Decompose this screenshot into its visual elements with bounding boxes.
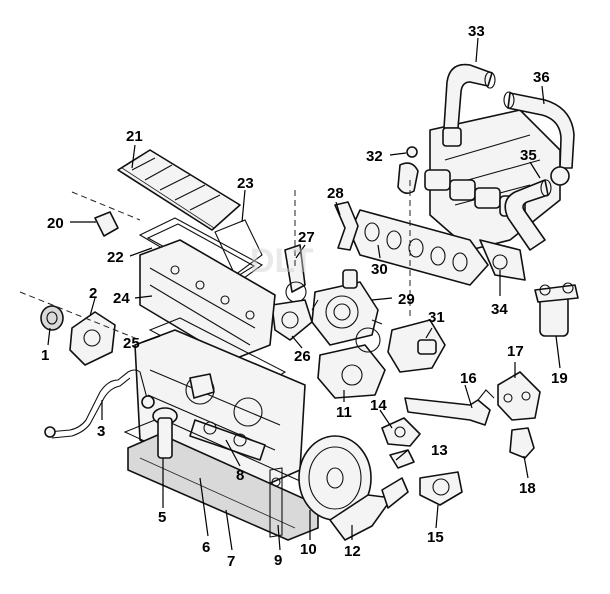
- mount-18: [509, 427, 535, 459]
- thermostat-housing: [271, 244, 313, 341]
- callout-18: 18: [519, 480, 536, 497]
- hose-35: [504, 179, 552, 251]
- callout-3: 3: [97, 423, 105, 440]
- mount-14: [381, 417, 421, 447]
- callout-12: 12: [344, 543, 361, 560]
- hose-28: [334, 201, 359, 251]
- callout-2: 2: [89, 285, 97, 302]
- intake-gasket: [349, 209, 489, 286]
- callouts: 1 2 3 8 5 6 7 9 10 11 12 13 14 15 16 17 …: [41, 23, 568, 570]
- callout-6: 6: [202, 539, 210, 556]
- sensor-20: [94, 211, 119, 237]
- callout-21: 21: [126, 128, 143, 145]
- oil-filler-5: [152, 407, 178, 459]
- callout-15: 15: [427, 529, 444, 546]
- crankshaft-8: [189, 419, 266, 461]
- leader-lines: [47, 37, 561, 551]
- oil-cap-4: [189, 373, 215, 399]
- callout-10: 10: [300, 541, 317, 558]
- callout-24: 24: [113, 290, 130, 307]
- callout-29: 29: [398, 291, 415, 308]
- cylinder-head-24: [139, 239, 276, 361]
- watermark: DLT: [250, 242, 314, 280]
- coolant-outlet-31: [387, 319, 446, 373]
- dipstick-9: [269, 467, 283, 538]
- callout-31: 31: [428, 309, 445, 326]
- bracket-12: [329, 477, 409, 541]
- callout-36: 36: [533, 69, 550, 86]
- callout-1: 1: [41, 347, 49, 364]
- hose-33: [442, 63, 496, 147]
- callout-25: 25: [123, 335, 140, 352]
- callout-32: 32: [366, 148, 383, 165]
- callout-13: 13: [431, 442, 448, 459]
- coolant-pipe-16: [404, 389, 495, 426]
- mount-13: [389, 449, 415, 469]
- fuel-filter-19: [534, 282, 579, 337]
- callout-11: 11: [336, 404, 352, 421]
- coolant-flange-11: [317, 327, 386, 399]
- clamp-32: [406, 146, 418, 158]
- callout-9: 9: [274, 552, 282, 569]
- callout-16: 16: [460, 370, 477, 387]
- callout-20: 20: [47, 215, 64, 232]
- alignment-lines: [19, 180, 411, 341]
- throttle-body: [311, 269, 383, 346]
- callout-30: 30: [371, 261, 388, 278]
- callout-14: 14: [370, 397, 387, 414]
- mount-15: [419, 471, 463, 506]
- callout-28: 28: [327, 185, 344, 202]
- oil-line-3: [44, 369, 155, 439]
- bracket-17: [497, 371, 541, 421]
- callout-26: 26: [294, 348, 311, 365]
- gasket-23: [214, 219, 263, 276]
- upper-intake-manifold: [397, 109, 561, 281]
- callout-22: 22: [107, 249, 124, 266]
- callout-17: 17: [507, 343, 524, 360]
- oil-pump-2: [69, 311, 116, 366]
- callout-8: 8: [236, 467, 244, 484]
- callout-33: 33: [468, 23, 485, 40]
- callout-35: 35: [520, 147, 537, 164]
- callout-34: 34: [491, 301, 508, 318]
- callout-19: 19: [551, 370, 568, 387]
- pipe-36: [503, 91, 575, 186]
- callout-23: 23: [237, 175, 254, 192]
- valve-cover-21: [117, 149, 241, 231]
- callout-7: 7: [227, 553, 235, 570]
- callout-5: 5: [158, 509, 166, 526]
- callout-27: 27: [298, 229, 315, 246]
- seal-1: [40, 305, 64, 331]
